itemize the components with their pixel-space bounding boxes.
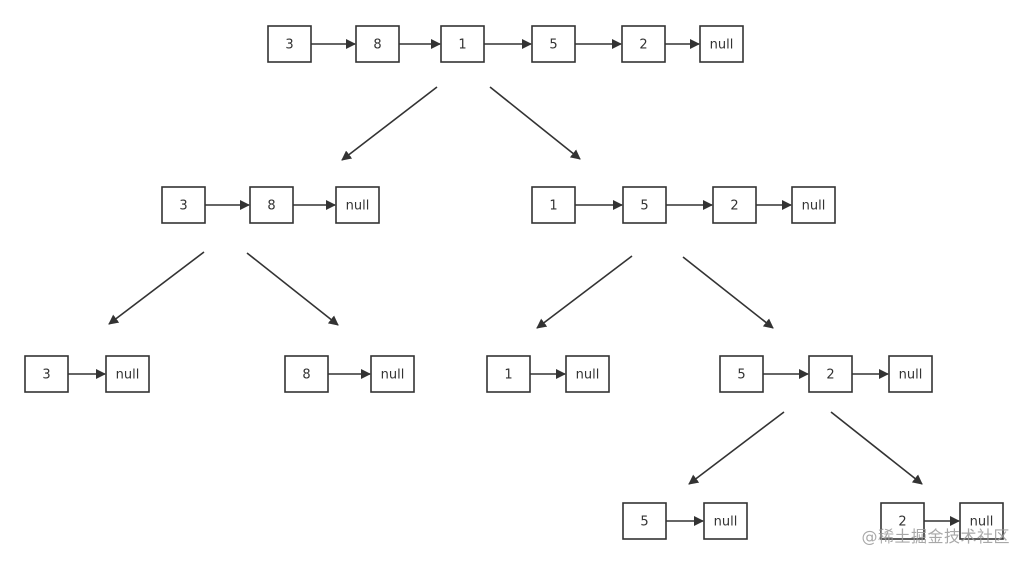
null-node: null [703, 502, 748, 540]
null-node: null [105, 355, 150, 393]
node-box [699, 25, 744, 63]
node-label: 8 [267, 199, 275, 214]
list-node: 1 [531, 186, 576, 224]
split-arrow-l1-l3 [108, 251, 205, 325]
list-node: 3 [267, 25, 312, 63]
node-box [703, 502, 748, 540]
node-box [284, 355, 329, 393]
list-node: 1 [486, 355, 531, 393]
node-box [888, 355, 933, 393]
linked-list-l5: 1 null [486, 355, 610, 393]
node-box [486, 355, 531, 393]
split-arrow-l0-l1 [341, 86, 438, 161]
node-box [249, 186, 294, 224]
node-label: 5 [737, 368, 745, 383]
split-arrow-l1-l4 [246, 252, 339, 326]
list-node: 3 [161, 186, 206, 224]
node-label: 2 [639, 38, 647, 53]
list-node: 2 [712, 186, 757, 224]
null-node: null [335, 186, 380, 224]
node-box [267, 25, 312, 63]
node-label: 2 [898, 515, 906, 530]
node-box [161, 186, 206, 224]
node-label: null [970, 515, 994, 530]
node-box [370, 355, 415, 393]
null-node: null [699, 25, 744, 63]
null-node: null [959, 502, 1004, 540]
list-node: 5 [531, 25, 576, 63]
node-label: 5 [640, 199, 648, 214]
list-node: 5 [622, 502, 667, 540]
watermark-text: @稀土掘金技术社区 [861, 527, 1010, 546]
node-label: null [802, 199, 826, 214]
node-label: null [714, 515, 738, 530]
linked-list-l8: 2 null [880, 502, 1004, 540]
node-label: 3 [42, 368, 50, 383]
node-label: null [116, 368, 140, 383]
node-label: null [899, 368, 923, 383]
node-label: 2 [826, 368, 834, 383]
null-node: null [370, 355, 415, 393]
node-label: 1 [458, 38, 466, 53]
node-label: 1 [504, 368, 512, 383]
split-arrow-l2-l5 [536, 255, 633, 329]
node-box [622, 502, 667, 540]
node-label: 8 [302, 368, 310, 383]
split-arrow-l2-l6 [682, 256, 774, 329]
node-label: 1 [549, 199, 557, 214]
list-node: 2 [808, 355, 853, 393]
node-label: 5 [549, 38, 557, 53]
node-box [531, 25, 576, 63]
node-box [355, 25, 400, 63]
linked-list-l0: 3 8 1 5 2 null [267, 25, 744, 63]
linked-list-l7: 5 null [622, 502, 748, 540]
node-label: 5 [640, 515, 648, 530]
node-box [719, 355, 764, 393]
node-box [440, 25, 485, 63]
linked-list-l4: 8 null [284, 355, 415, 393]
split-arrow-l6-l8 [830, 411, 923, 485]
node-box [565, 355, 610, 393]
node-label: 8 [373, 38, 381, 53]
node-label: 3 [179, 199, 187, 214]
node-box [24, 355, 69, 393]
linked-list-l3: 3 null [24, 355, 150, 393]
list-node: 5 [719, 355, 764, 393]
null-node: null [888, 355, 933, 393]
node-box [791, 186, 836, 224]
split-arrow-l0-l2 [489, 86, 581, 160]
linked-list-l1: 3 8 null [161, 186, 380, 224]
node-box [959, 502, 1004, 540]
split-arrow-l6-l7 [688, 411, 785, 485]
list-node: 1 [440, 25, 485, 63]
null-node: null [565, 355, 610, 393]
list-node: 3 [24, 355, 69, 393]
null-node: null [791, 186, 836, 224]
node-label: 3 [285, 38, 293, 53]
list-node: 8 [249, 186, 294, 224]
node-box [105, 355, 150, 393]
node-label: null [381, 368, 405, 383]
linked-list-l2: 1 5 2 null [531, 186, 836, 224]
list-node: 5 [622, 186, 667, 224]
linked-list-l6: 5 2 null [719, 355, 933, 393]
node-box [335, 186, 380, 224]
list-node: 2 [621, 25, 666, 63]
node-label: null [346, 199, 370, 214]
node-box [622, 186, 667, 224]
node-label: 2 [730, 199, 738, 214]
node-label: null [710, 38, 734, 53]
node-label: null [576, 368, 600, 383]
list-node: 8 [284, 355, 329, 393]
list-node: 8 [355, 25, 400, 63]
